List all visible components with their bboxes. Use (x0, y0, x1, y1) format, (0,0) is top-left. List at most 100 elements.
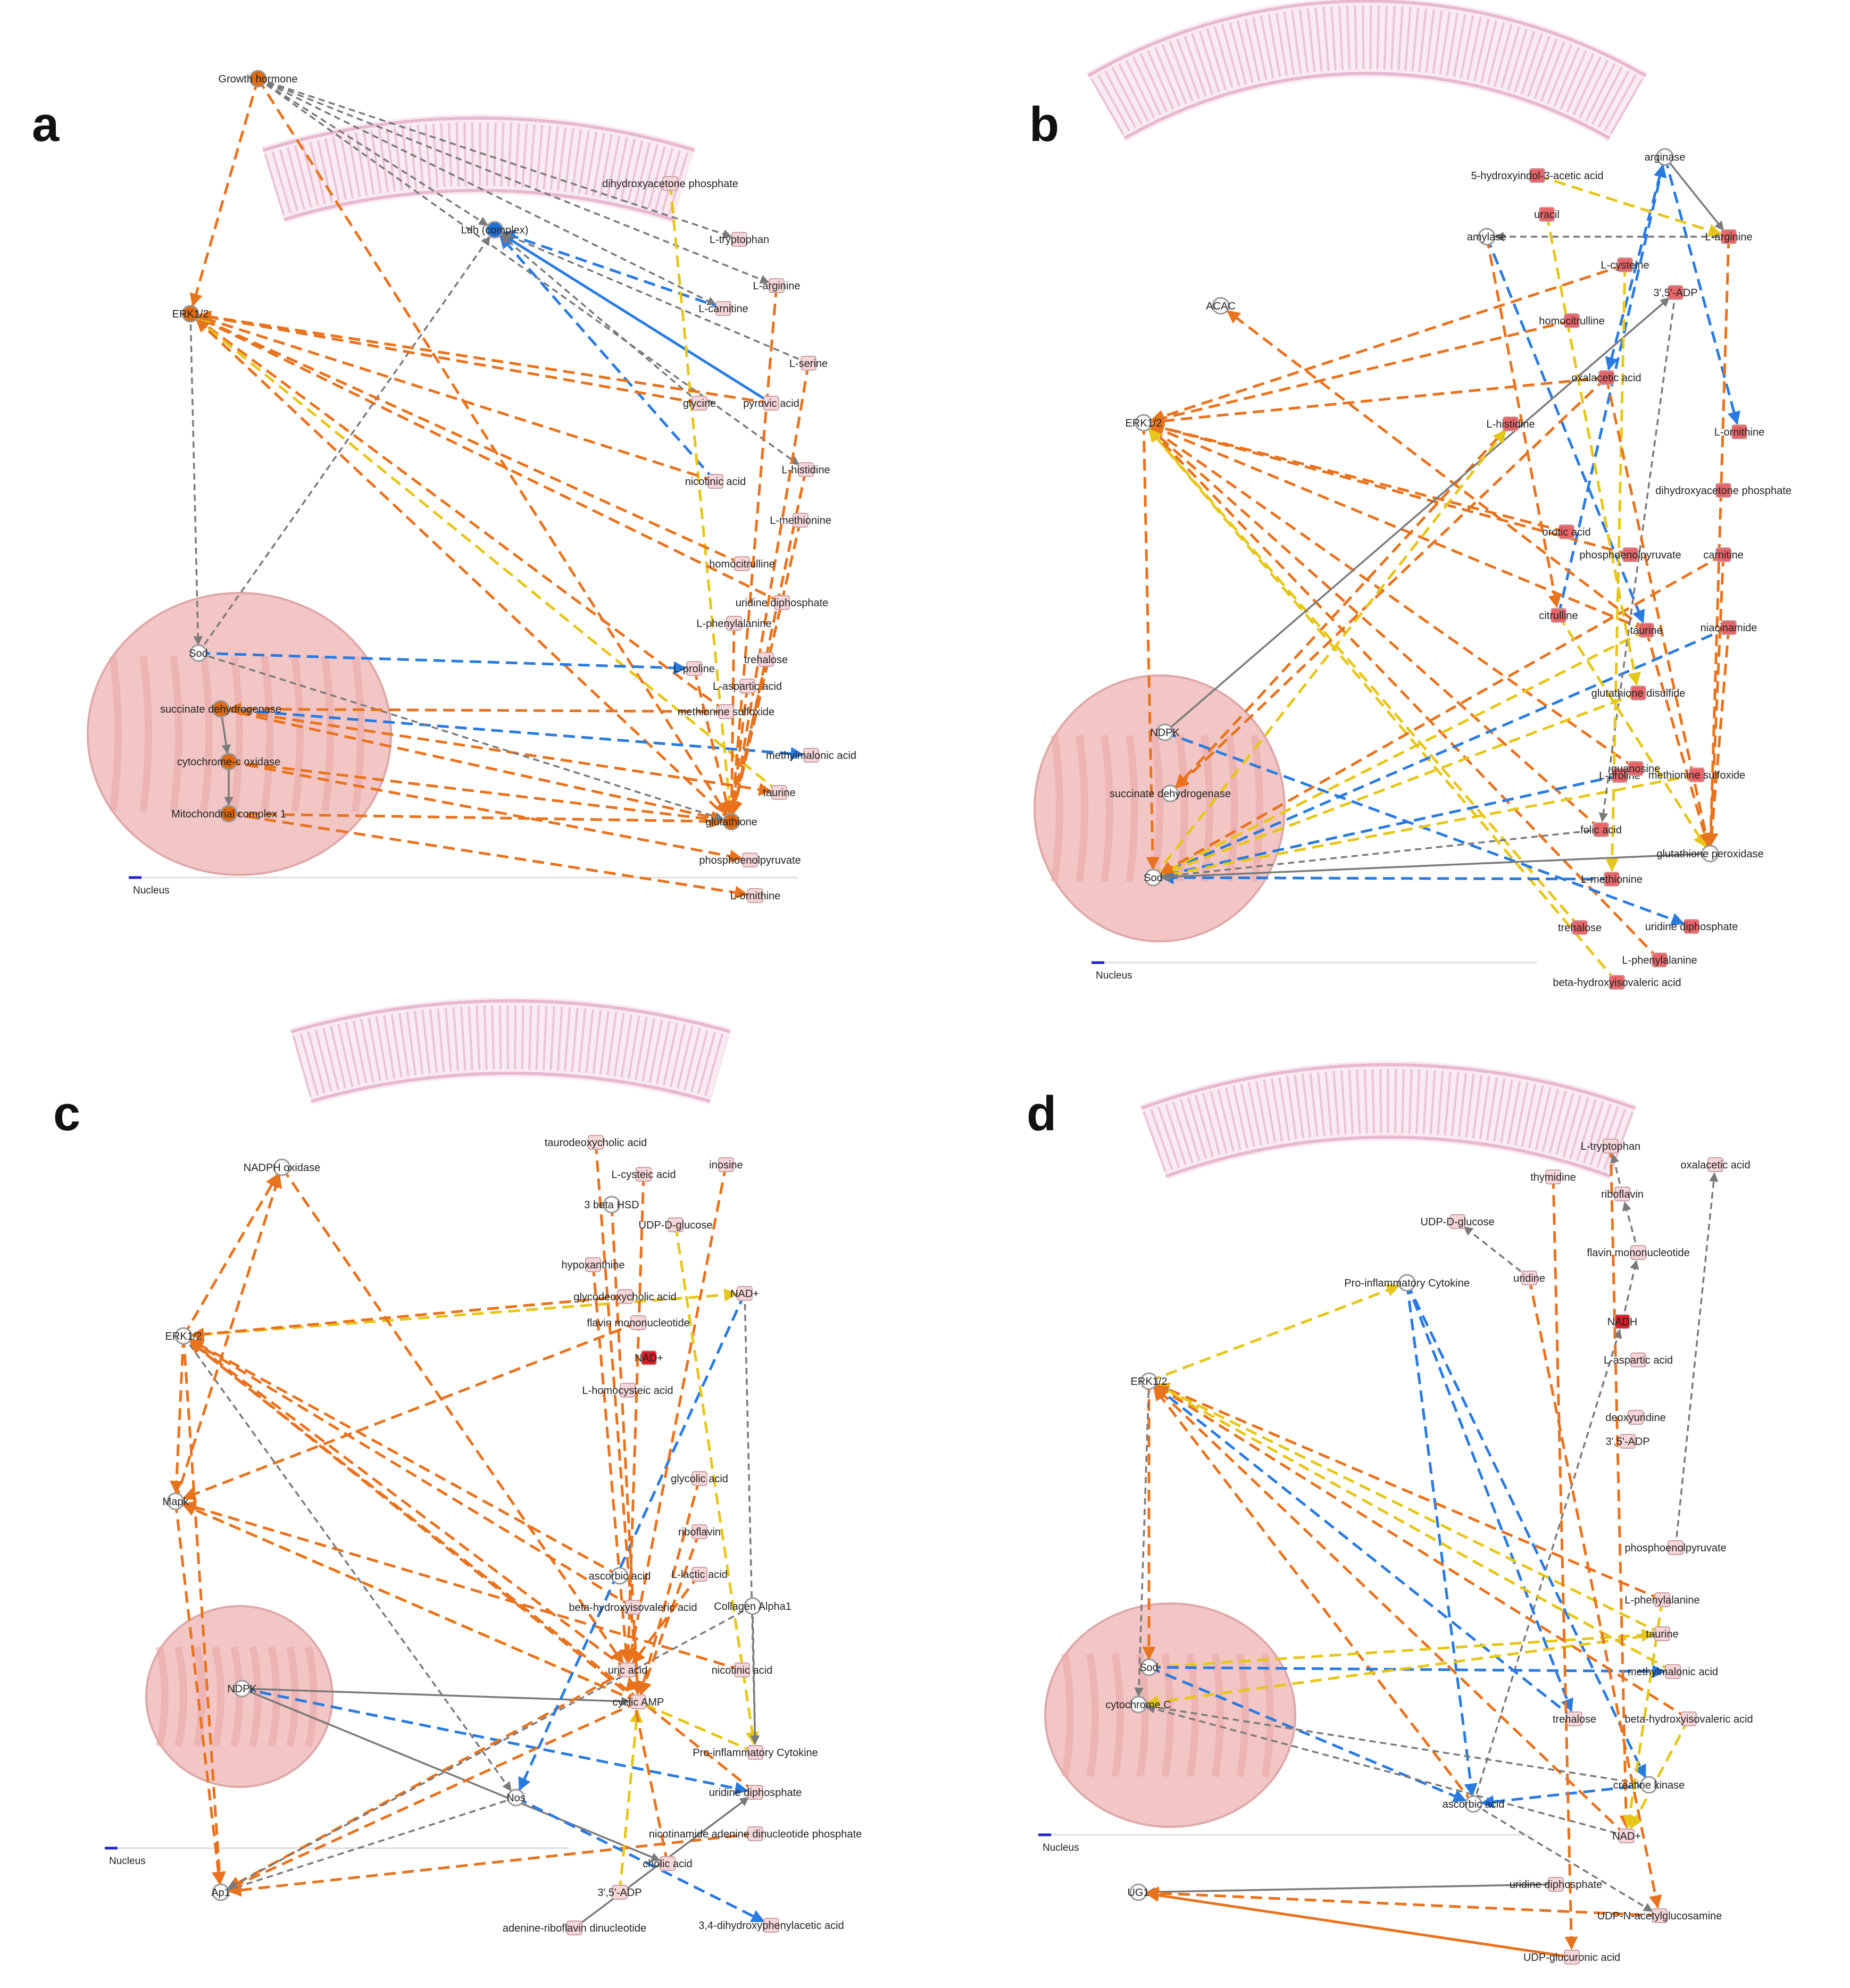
node-uric[interactable]: uric acid (608, 1663, 647, 1677)
node-arg[interactable]: L-arginine (1705, 229, 1753, 244)
node-his[interactable]: L-histidine (781, 462, 830, 477)
node-pep[interactable]: phosphoenolpyruvate (699, 853, 801, 867)
node-oaa[interactable]: oxalacetic acid (1680, 1157, 1751, 1172)
node-ck[interactable]: creatine kinase (1613, 1776, 1685, 1794)
node-fmn[interactable]: flavin mononucleotide (1587, 1245, 1690, 1260)
node-hca[interactable]: L-homocysteic acid (582, 1383, 673, 1398)
node-sdh[interactable]: succinate dehydrogenase (1110, 784, 1231, 803)
node-gssg[interactable]: glutathione disulfide (1591, 686, 1686, 700)
node-ldh[interactable]: Ldh (complex) (461, 221, 529, 239)
node-mso[interactable]: methionine sulfoxide (678, 704, 774, 719)
node-tdca[interactable]: taurodeoxycholic acid (545, 1135, 647, 1150)
node-gdca[interactable]: glycodeoxycholic acid (573, 1289, 677, 1304)
node-adp[interactable]: 3',5'-ADP (1605, 1434, 1650, 1449)
node-ndpk[interactable]: NDPK (1150, 723, 1180, 741)
node-acac[interactable]: ACAC (1206, 297, 1236, 315)
node-cco[interactable]: cytochrome-c oxidase (177, 753, 281, 771)
node-pic[interactable]: Pro-inflammatory Cytokine (693, 1745, 818, 1760)
node-trp[interactable]: L-tryptophan (710, 232, 769, 247)
node-udp[interactable]: uridine diphosphate (709, 1785, 802, 1800)
node-sdh[interactable]: succinate dehydrogenase (160, 700, 281, 718)
node-met[interactable]: L-methionine (1581, 872, 1643, 887)
node-udp[interactable]: uridine diphosphate (736, 595, 829, 610)
node-gh[interactable]: Growth hormone (219, 70, 298, 88)
node-chol[interactable]: cholic acid (643, 1856, 693, 1871)
node-ino[interactable]: inosine (709, 1157, 743, 1172)
node-pep[interactable]: phosphoenolpyruvate (1579, 547, 1681, 562)
node-cit[interactable]: citrulline (1539, 608, 1578, 623)
node-argi[interactable]: arginase (1645, 148, 1686, 166)
node-pic[interactable]: Pro-inflammatory Cytokine (1344, 1274, 1470, 1292)
node-treh[interactable]: trehalose (1558, 920, 1602, 935)
node-pyr[interactable]: pyruvic acid (743, 396, 799, 411)
node-gpx[interactable]: glutathione peroxidase (1656, 845, 1764, 863)
node-treh[interactable]: trehalose (744, 652, 788, 667)
node-his[interactable]: L-histidine (1486, 416, 1535, 431)
node-hcit[interactable]: homocitrulline (709, 556, 775, 571)
node-lac[interactable]: L-lactic acid (671, 1567, 728, 1582)
node-hcit[interactable]: homocitrulline (1539, 313, 1605, 328)
node-tau[interactable]: taurine (1630, 623, 1663, 638)
node-arg[interactable]: L-arginine (753, 278, 801, 293)
node-ap1[interactable]: Ap1 (211, 1883, 230, 1901)
node-cytc[interactable]: cytochrome C (1105, 1695, 1171, 1714)
node-orn[interactable]: L-ornithine (730, 888, 781, 903)
node-dur[interactable]: deoxyuridine (1605, 1410, 1666, 1425)
node-gsh[interactable]: glutathione (705, 813, 757, 831)
node-nos[interactable]: Nos (506, 1789, 526, 1807)
node-ndpk[interactable]: NDPK (227, 1680, 257, 1698)
node-glyc[interactable]: glycolic acid (671, 1471, 728, 1486)
node-tau[interactable]: taurine (763, 785, 796, 800)
node-adp[interactable]: 3',5'-ADP (597, 1885, 642, 1900)
node-dopac[interactable]: 3,4-dihydroxyphenylacetic acid (698, 1918, 844, 1933)
node-udpga[interactable]: UDP-glucuronic acid (1523, 1950, 1620, 1965)
node-dhap[interactable]: dihydroxyacetone phosphate (1655, 483, 1791, 498)
node-tau[interactable]: taurine (1646, 1626, 1679, 1641)
node-guo[interactable]: guanosine (1611, 761, 1660, 776)
node-rib[interactable]: riboflavin (1601, 1187, 1644, 1201)
node-nadp[interactable]: NAD+ (730, 1286, 759, 1301)
node-sod[interactable]: Sod (189, 644, 208, 662)
node-fol[interactable]: folic acid (1580, 822, 1622, 837)
node-ura[interactable]: uracil (1534, 207, 1560, 222)
node-hiaa[interactable]: 5-hydroxyindol-3-acetic acid (1471, 168, 1604, 183)
node-nadph[interactable]: nicotinamide adenine dinucleotide phosph… (649, 1826, 862, 1841)
node-oro[interactable]: orotic acid (1542, 524, 1591, 539)
node-phe[interactable]: L-phenylalanine (1624, 1592, 1700, 1607)
node-camp[interactable]: cyclic AMP (613, 1694, 664, 1709)
node-car[interactable]: L-carnitine (698, 301, 748, 316)
node-nox[interactable]: NADPH oxidase (244, 1158, 321, 1176)
node-phe[interactable]: L-phenylalanine (696, 616, 772, 631)
node-nad[interactable]: NAD+ (635, 1350, 663, 1365)
node-col[interactable]: Collagen Alpha1 (714, 1597, 791, 1615)
node-rib[interactable]: riboflavin (678, 1524, 721, 1539)
node-udpnag[interactable]: UDP-N-acetylglucosamine (1597, 1908, 1722, 1923)
node-met[interactable]: L-methionine (770, 513, 831, 528)
node-amy[interactable]: amylase (1467, 228, 1506, 246)
node-mso[interactable]: methionine sulfoxide (1648, 767, 1745, 782)
node-hsd[interactable]: 3 beta HSD (584, 1196, 639, 1214)
node-adp[interactable]: 3',5'-ADP (1653, 285, 1698, 300)
node-ser[interactable]: L-serine (789, 356, 828, 371)
node-thy[interactable]: thymidine (1530, 1170, 1576, 1184)
node-ug1[interactable]: UG1 (1127, 1883, 1149, 1901)
node-erk[interactable]: ERK1/2 (172, 305, 209, 323)
node-bhiv[interactable]: beta-hydroxyisovaleric acid (1624, 1711, 1753, 1726)
node-sod[interactable]: Sod (1144, 868, 1163, 887)
node-udp[interactable]: uridine diphosphate (1645, 919, 1738, 934)
node-dhap[interactable]: dihydroxyacetone phosphate (602, 176, 738, 191)
node-bhiv[interactable]: beta-hydroxyisovaleric acid (569, 1600, 697, 1615)
node-pep[interactable]: phosphoenolpyruvate (1624, 1540, 1727, 1555)
node-fmn[interactable]: flavin mononucleotide (587, 1315, 690, 1330)
node-treh[interactable]: trehalose (1553, 1711, 1596, 1726)
node-phe[interactable]: L-phenylalanine (1622, 953, 1697, 967)
node-mc1[interactable]: Mitochondrial complex 1 (171, 805, 286, 823)
node-hyp[interactable]: hypoxanthine (562, 1257, 625, 1272)
node-asp[interactable]: L-aspartic acid (713, 679, 782, 694)
node-udpg[interactable]: UDP-D-glucose (1421, 1214, 1495, 1229)
node-uri[interactable]: uridine (1513, 1271, 1545, 1285)
node-cya[interactable]: L-cysteic acid (611, 1167, 676, 1182)
node-erk[interactable]: ERK1/2 (1126, 414, 1162, 432)
node-nam[interactable]: niacinamide (1701, 620, 1757, 635)
node-trp[interactable]: L-tryptophan (1581, 1139, 1640, 1154)
